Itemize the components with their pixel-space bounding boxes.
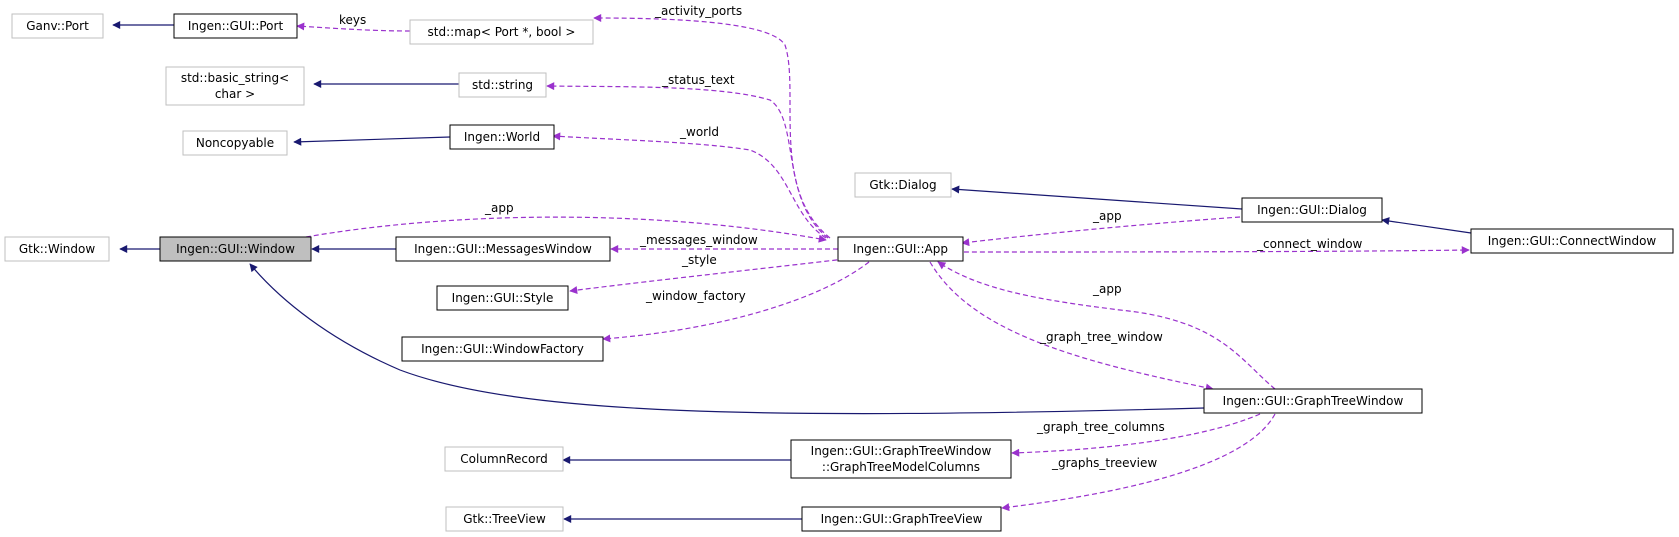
node-gui-window[interactable]: Ingen::GUI::Window — [159, 236, 312, 262]
edge-label-style: _style — [681, 253, 717, 267]
node-std-string[interactable]: std::string — [458, 72, 547, 98]
node-label: Ingen::GUI::Style — [452, 291, 554, 305]
node-label-line2: char > — [215, 87, 255, 101]
edge-label-status-text: _status_text — [661, 73, 735, 87]
edge-gui-dialog-inherits-gtk-dialog — [951, 185, 1243, 210]
node-gui-port[interactable]: Ingen::GUI::Port — [173, 13, 298, 39]
node-label: Ingen::GUI::Dialog — [1257, 203, 1367, 217]
edge-graph-tree-window-inherits-gui-window — [249, 263, 1205, 415]
node-label: Ingen::GUI::Port — [188, 19, 284, 33]
node-label: Ingen::World — [464, 130, 540, 144]
node-basic-string[interactable]: std::basic_string< char > — [165, 66, 305, 106]
node-label: ColumnRecord — [460, 452, 547, 466]
edge-tree-window-graphs-treeview — [1001, 413, 1276, 512]
node-label: Ingen::GUI::ConnectWindow — [1488, 234, 1657, 248]
node-model-columns[interactable]: Ingen::GUI::GraphTreeWindow ::GraphTreeM… — [790, 439, 1012, 479]
node-graph-tree-window[interactable]: Ingen::GUI::GraphTreeWindow — [1203, 388, 1423, 414]
node-label: Ingen::GUI::GraphTreeWindow — [1223, 394, 1404, 408]
edge-world-inherits-noncopyable — [293, 136, 451, 146]
edge-app-style — [569, 258, 846, 295]
node-connect-window[interactable]: Ingen::GUI::ConnectWindow — [1470, 228, 1674, 254]
edge-label-world: _world — [679, 125, 719, 139]
node-gtk-window[interactable]: Gtk::Window — [4, 236, 110, 262]
node-graph-tree-view[interactable]: Ingen::GUI::GraphTreeView — [801, 506, 1002, 532]
edge-label-graphs-treeview: _graphs_treeview — [1051, 456, 1157, 470]
edge-map-keys-gui-port — [296, 22, 411, 32]
edge-label-activity-ports: _activity_ports — [654, 4, 742, 18]
node-label: Ingen::GUI::App — [853, 242, 948, 256]
node-world[interactable]: Ingen::World — [449, 124, 555, 150]
node-noncopyable[interactable]: Noncopyable — [182, 130, 288, 156]
edge-label-app-from-window: _app — [484, 201, 514, 215]
node-gtk-treeview[interactable]: Gtk::TreeView — [445, 506, 564, 532]
edge-dialog-app — [961, 216, 1241, 247]
node-label: Ganv::Port — [26, 19, 89, 33]
node-label: Ingen::GUI::GraphTreeWindow — [811, 444, 992, 458]
edge-label-connect-window: _connect_window — [1256, 237, 1363, 251]
edge-label-graph-tree-columns: _graph_tree_columns — [1036, 420, 1165, 434]
node-label: std::basic_string< — [181, 71, 289, 85]
node-label-line2: ::GraphTreeModelColumns — [822, 460, 980, 474]
node-label: Ingen::GUI::MessagesWindow — [414, 242, 592, 256]
edge-label-app-from-tree: _app — [1092, 282, 1122, 296]
node-app[interactable]: Ingen::GUI::App — [837, 236, 964, 262]
node-label: Ingen::GUI::Window — [176, 242, 295, 256]
edge-label-graph-tree-window: _graph_tree_window — [1039, 330, 1163, 344]
node-style[interactable]: Ingen::GUI::Style — [436, 285, 569, 311]
node-gui-dialog[interactable]: Ingen::GUI::Dialog — [1241, 197, 1383, 223]
edge-label-messages-window: _messages_window — [639, 233, 758, 247]
edge-tree-window-app — [937, 261, 1276, 390]
node-label: std::string — [472, 78, 533, 92]
edge-app-status-text — [546, 82, 829, 239]
node-window-factory[interactable]: Ingen::GUI::WindowFactory — [401, 336, 604, 362]
node-label: std::map< Port *, bool > — [428, 25, 576, 39]
node-column-record[interactable]: ColumnRecord — [444, 446, 564, 472]
edge-label-keys: keys — [339, 13, 366, 27]
edge-label-app-from-dialog: _app — [1092, 209, 1122, 223]
node-gtk-dialog[interactable]: Gtk::Dialog — [854, 172, 952, 198]
edge-app-window-factory — [602, 261, 870, 343]
node-label: Gtk::Window — [19, 242, 96, 256]
node-label: Ingen::GUI::WindowFactory — [421, 342, 584, 356]
node-label: Noncopyable — [196, 136, 274, 150]
edge-connect-window-inherits-gui-dialog — [1381, 217, 1472, 234]
edge-tree-window-graph-tree-columns — [1011, 413, 1261, 457]
edge-label-window-factory: _window_factory — [645, 289, 746, 303]
node-label: Ingen::GUI::GraphTreeView — [821, 512, 983, 526]
edge-app-world — [552, 132, 827, 239]
node-ganv-port[interactable]: Ganv::Port — [11, 13, 104, 39]
edge-labels-layer: keys _activity_ports _status_text _world… — [339, 4, 1363, 470]
edge-window-app — [305, 216, 827, 243]
node-messages-window[interactable]: Ingen::GUI::MessagesWindow — [395, 236, 611, 262]
edges-layer — [112, 14, 1472, 523]
node-std-map[interactable]: std::map< Port *, bool > — [409, 19, 594, 45]
edge-app-graph-tree-window — [929, 261, 1214, 392]
node-label: Gtk::Dialog — [869, 178, 936, 192]
edge-app-connect-window — [963, 246, 1470, 255]
nodes-layer: Ganv::Port Ingen::GUI::Port std::map< Po… — [4, 13, 1674, 532]
node-label: Gtk::TreeView — [463, 512, 546, 526]
